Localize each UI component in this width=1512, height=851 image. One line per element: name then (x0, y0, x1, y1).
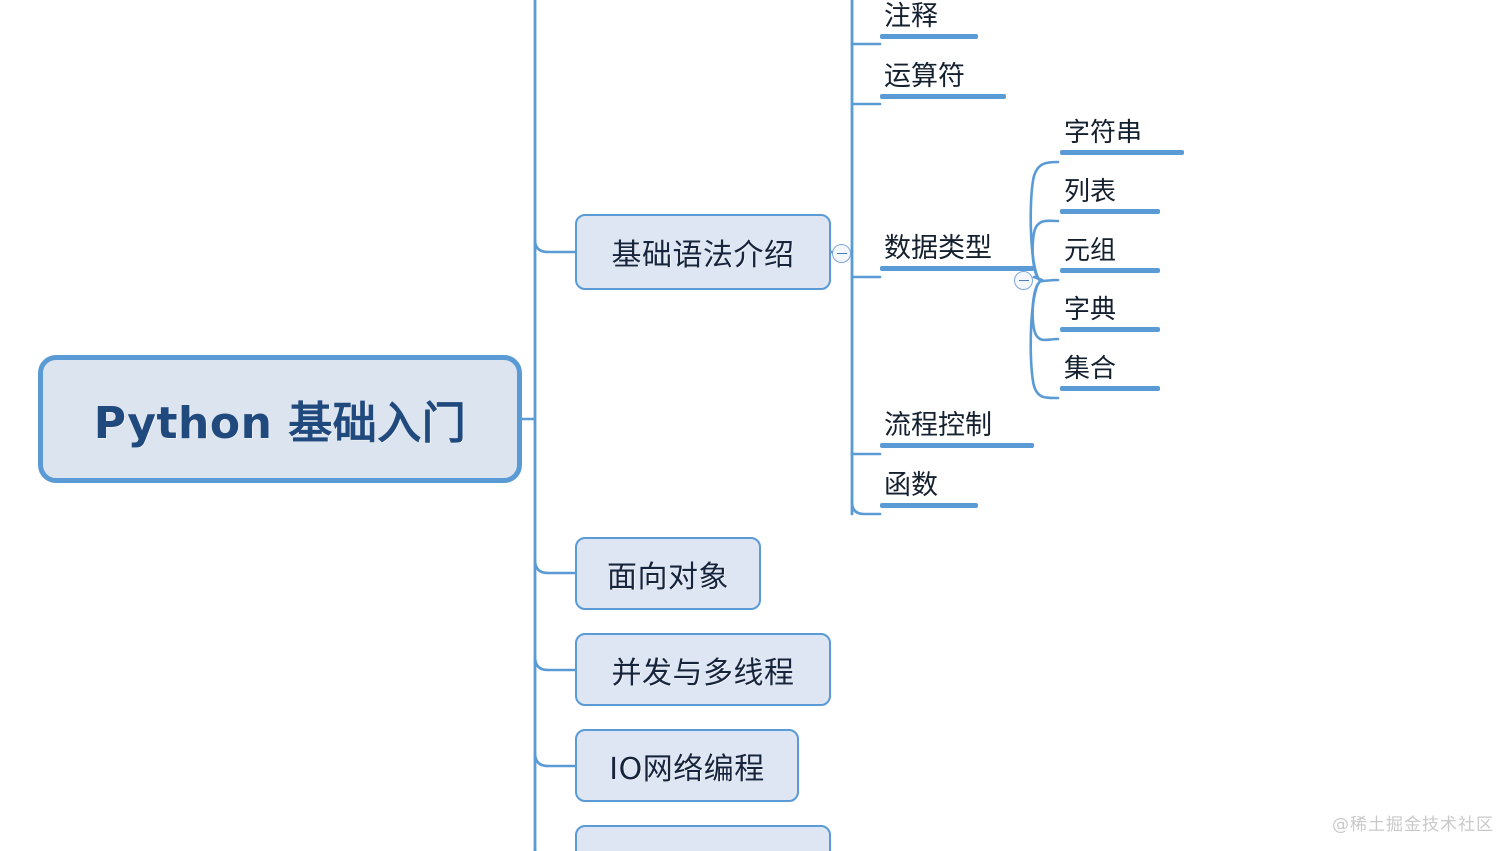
node-underline (1060, 385, 1160, 391)
node-label: 基础语法介绍 (611, 238, 795, 273)
node-数据类型[interactable]: 数据类型 (880, 234, 1034, 271)
node-注释[interactable]: 注释 (880, 2, 978, 39)
wire-to-并发与多线程 (533, 655, 577, 672)
node-underline (880, 265, 1034, 271)
node-label: 字符串 (1064, 118, 1143, 148)
node-clipped-bottom[interactable] (575, 825, 831, 851)
node-列表[interactable]: 列表 (1060, 178, 1160, 214)
node-underline (1060, 149, 1184, 155)
collapse-toggle-icon-基础语法介绍[interactable] (832, 244, 851, 263)
root-node-label: Python 基础入门 (93, 398, 467, 449)
node-字符串[interactable]: 字符串 (1060, 119, 1184, 155)
node-label: 面向对象 (607, 559, 729, 595)
wire-to-字符串 (1029, 160, 1060, 283)
wire-to-列表 (1031, 219, 1060, 283)
wire-to-IO网络编程 (533, 751, 577, 768)
wire-to-基础语法介绍 (533, 238, 577, 254)
watermark: @稀土掘金技术社区 (1332, 815, 1494, 835)
wire-数据类型-out (1032, 275, 1044, 282)
node-label: 集合 (1064, 354, 1117, 384)
node-集合[interactable]: 集合 (1060, 355, 1160, 391)
node-面向对象[interactable]: 面向对象 (575, 537, 761, 610)
node-underline (880, 442, 1034, 448)
node-underline (880, 33, 978, 39)
node-基础语法介绍[interactable]: 基础语法介绍 (575, 214, 831, 290)
node-字典[interactable]: 字典 (1060, 296, 1160, 332)
node-label: 数据类型 (884, 233, 992, 264)
wire-to-字典 (1031, 279, 1060, 342)
root-node[interactable]: Python 基础入门 (38, 355, 522, 483)
wire-to-面向对象 (533, 558, 577, 575)
node-underline (1060, 267, 1160, 273)
wire-to-集合 (1029, 279, 1060, 400)
wire-to-元组 (1040, 278, 1060, 283)
node-underline (1060, 326, 1160, 332)
node-label: 列表 (1064, 177, 1117, 207)
collapse-toggle-icon-数据类型[interactable] (1014, 271, 1033, 290)
node-underline (1060, 208, 1160, 214)
node-label: 字典 (1064, 295, 1117, 325)
node-运算符[interactable]: 运算符 (880, 62, 1006, 99)
wire-to-函数 (850, 500, 882, 516)
node-label: 函数 (884, 470, 938, 501)
node-label: IO网络编程 (609, 751, 765, 787)
node-流程控制[interactable]: 流程控制 (880, 411, 1034, 448)
node-label: 流程控制 (884, 410, 992, 441)
node-underline (880, 93, 1006, 99)
node-元组[interactable]: 元组 (1060, 237, 1160, 273)
node-并发与多线程[interactable]: 并发与多线程 (575, 633, 831, 706)
node-underline (880, 502, 978, 508)
node-IO网络编程[interactable]: IO网络编程 (575, 729, 799, 802)
node-label: 运算符 (884, 61, 965, 92)
node-label: 元组 (1064, 236, 1117, 266)
node-label: 并发与多线程 (611, 655, 795, 691)
node-函数[interactable]: 函数 (880, 471, 978, 508)
node-label: 注释 (884, 1, 938, 32)
